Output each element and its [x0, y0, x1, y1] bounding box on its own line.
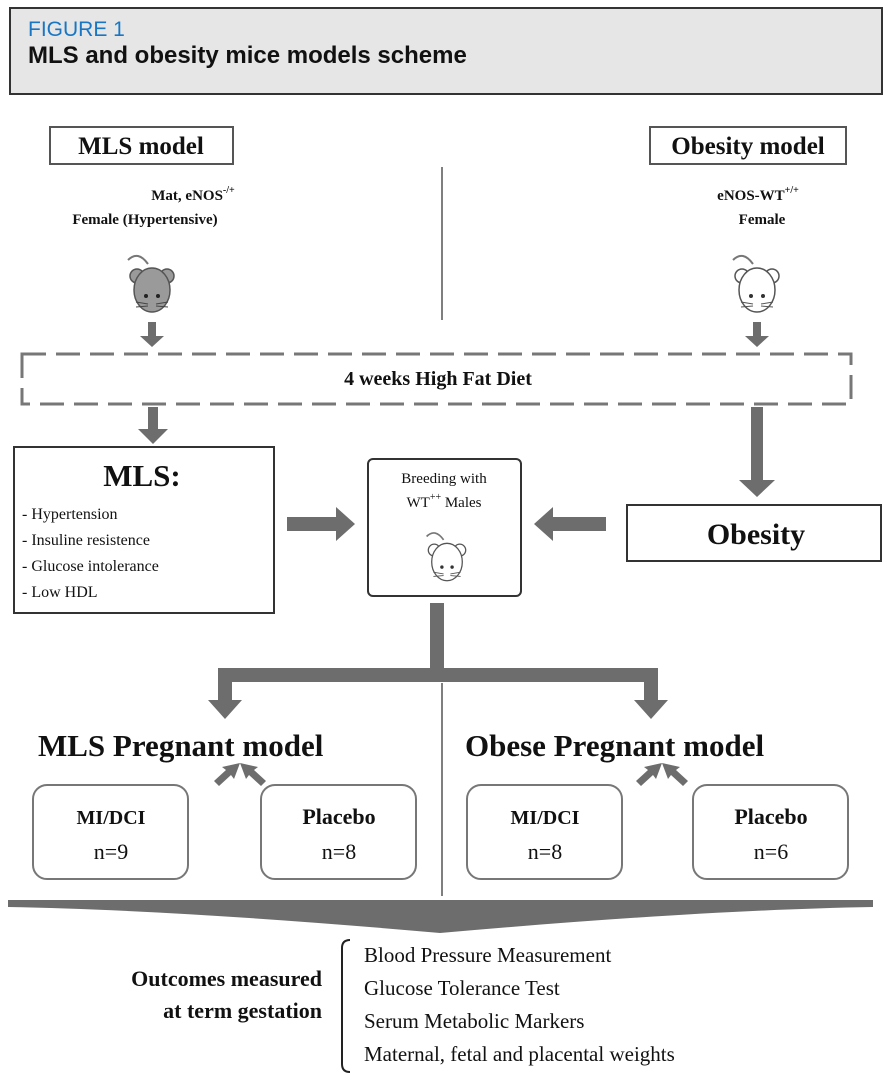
obese-split-arrow-right — [662, 763, 688, 786]
obesity-to-breeding-arrow — [534, 507, 606, 541]
group-n: n=6 — [754, 839, 788, 864]
breeding-line1: Breeding with — [401, 471, 487, 487]
split-left-arrow — [208, 682, 242, 719]
obesity-state-label: Obesity — [707, 518, 805, 551]
outcomes-funnel — [8, 900, 873, 933]
mls-pregnant-title: MLS Pregnant model — [38, 728, 324, 763]
obesity-female-line2: Female — [739, 212, 786, 228]
group-box-mls-placebo — [260, 784, 417, 880]
group-n: n=8 — [322, 839, 356, 864]
obesity-female-line1: eNOS-WT+/+ — [717, 185, 799, 204]
figure-label: FIGURE 1 — [28, 18, 125, 41]
mls-female-line1: Mat, eNOS-/+ — [151, 185, 235, 204]
outcome-item: Serum Metabolic Markers — [364, 1009, 584, 1033]
group-box-obese-midci — [466, 784, 623, 880]
mls-criteria-item: - Low HDL — [22, 584, 98, 601]
obesity-female-mouse-icon — [732, 254, 780, 313]
figure-header — [9, 7, 883, 95]
mls-model-label: MLS model — [78, 133, 204, 160]
mls-to-breeding-arrow — [287, 507, 355, 541]
group-name: Placebo — [302, 804, 375, 829]
mls-criteria-item: - Glucose intolerance — [22, 558, 159, 575]
obesity-model-box — [649, 126, 847, 165]
outcome-item: Maternal, fetal and placental weights — [364, 1042, 675, 1066]
group-name: MI/DCI — [77, 807, 146, 829]
diet-bar — [20, 352, 853, 406]
outcome-item: Blood Pressure Measurement — [364, 943, 611, 967]
figure-title: MLS and obesity mice models scheme — [28, 42, 467, 69]
mls-criteria-box — [13, 446, 275, 614]
mls-split-arrow-left — [214, 763, 240, 786]
mls-model-box — [49, 126, 234, 165]
group-name: MI/DCI — [511, 807, 580, 829]
split-bar — [218, 668, 658, 682]
mls-to-diet-arrow — [140, 322, 164, 347]
obesity-to-diet-arrow — [745, 322, 769, 347]
split-right-arrow — [634, 682, 668, 719]
diet-to-obesity-arrow — [739, 407, 775, 497]
mls-criteria-title: MLS: — [103, 458, 181, 493]
group-box-obese-placebo — [692, 784, 849, 880]
breeding-box — [367, 458, 522, 597]
mls-female-line2: Female (Hypertensive) — [72, 212, 217, 228]
group-n: n=9 — [94, 839, 128, 864]
diet-to-mls-arrow — [138, 407, 168, 444]
group-name: Placebo — [734, 804, 807, 829]
outcomes-label-line2: at term gestation — [163, 998, 322, 1023]
obesity-state-box — [626, 504, 882, 562]
group-box-mls-midci — [32, 784, 189, 880]
mls-female-mouse-icon — [127, 254, 175, 313]
diet-label: 4 weeks High Fat Diet — [344, 368, 532, 390]
obese-pregnant-title: Obese Pregnant model — [465, 728, 764, 763]
group-n: n=8 — [528, 839, 562, 864]
split-stem — [430, 603, 444, 675]
obese-split-arrow-left — [636, 763, 662, 786]
mls-split-arrow-right — [240, 763, 266, 786]
breeding-line2: WT++ Males — [406, 492, 481, 511]
outcomes-bracket — [341, 939, 351, 1073]
outcomes-label-line1: Outcomes measured — [131, 966, 322, 991]
outcome-item: Glucose Tolerance Test — [364, 976, 560, 1000]
obesity-model-label: Obesity model — [671, 133, 825, 160]
mls-criteria-item: - Hypertension — [22, 506, 118, 523]
mls-criteria-item: - Insuline resistence — [22, 532, 150, 549]
